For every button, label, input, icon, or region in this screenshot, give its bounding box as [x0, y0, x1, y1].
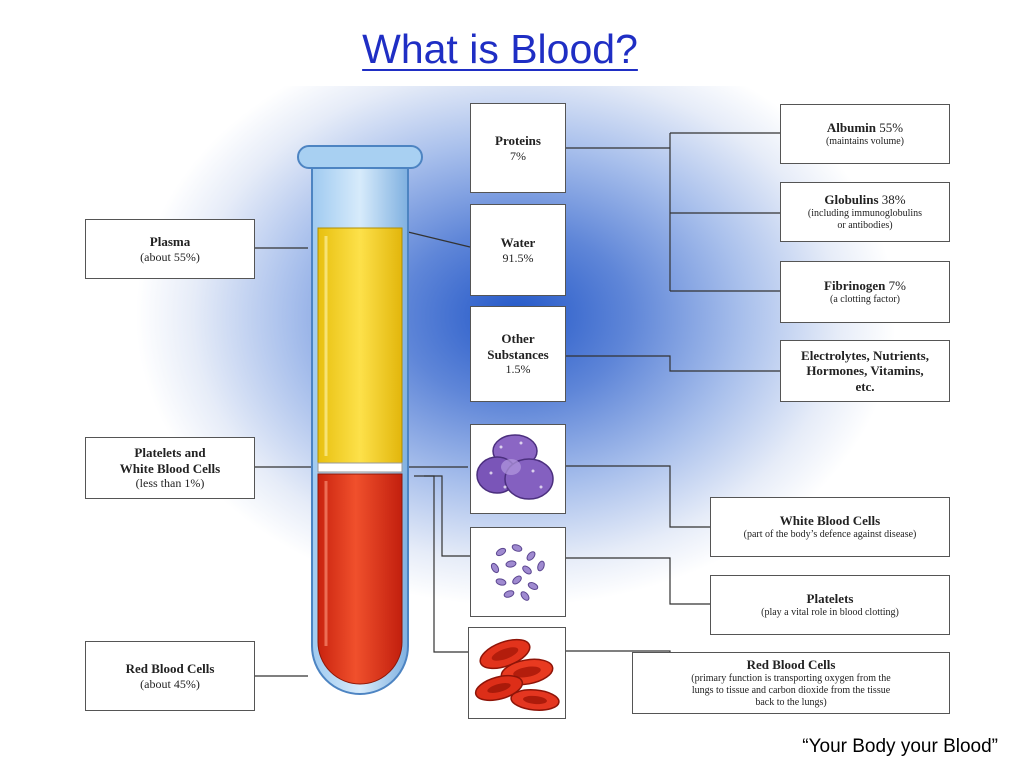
white-blood-cell-image [470, 424, 566, 514]
white-blood-cell-icon [476, 434, 554, 500]
rbc-info-name: Red Blood Cells [746, 657, 836, 673]
albumin-name: Albumin [826, 120, 877, 136]
fibrinogen-name: Fibrinogen [824, 278, 886, 294]
red-blood-cells-image [468, 627, 566, 719]
electrolytes-line3: etc. [855, 378, 875, 394]
water-value: 91.5% [502, 250, 534, 265]
albumin-box: Albumin 55% (maintains volume) [780, 104, 950, 164]
platelets-wbc-label-detail: (less than 1%) [135, 476, 205, 491]
globulins-value: 38% [881, 192, 906, 208]
plasma-label-name: Plasma [149, 234, 191, 249]
water-name: Water [500, 235, 536, 250]
red-cell-layer [317, 473, 403, 685]
line-tube-rbc [424, 475, 468, 653]
proteins-value: 7% [510, 148, 526, 163]
electrolytes-box: Electrolytes, Nutrients, Hormones, Vitam… [780, 340, 950, 402]
proteins-box: Proteins 7% [470, 103, 566, 193]
platelets-info-box: Platelets (play a vital role in blood cl… [710, 575, 950, 635]
page-title: What is Blood? [362, 26, 638, 72]
globulins-box: Globulins 38% (including immunoglobulins… [780, 182, 950, 242]
plasma-label-detail: (about 55%) [140, 249, 200, 264]
fibrinogen-box: Fibrinogen 7% (a clotting factor) [780, 261, 950, 323]
line-other-substances [566, 355, 780, 372]
other-name-line2: Substances [487, 346, 549, 362]
platelets-info-name: Platelets [806, 591, 854, 607]
test-tube [297, 145, 423, 695]
plasma-layer [317, 227, 403, 464]
other-name-line1: Other [501, 331, 535, 347]
rbc-label-name: Red Blood Cells [125, 661, 215, 676]
wbc-info-name: White Blood Cells [779, 513, 881, 529]
wbc-info-detail: (part of the body’s defence against dise… [743, 528, 917, 540]
platelets-image [470, 527, 566, 617]
rbc-info-detail-line3: back to the lungs) [755, 696, 827, 708]
platelets-info-detail: (play a vital role in blood clotting) [761, 606, 899, 618]
blood-diagram: Plasma (about 55%) Platelets and White B… [76, 86, 956, 726]
wbc-info-box: White Blood Cells (part of the body’s de… [710, 497, 950, 557]
electrolytes-line1: Electrolytes, Nutrients, [801, 347, 929, 363]
caption: “Your Body your Blood” [802, 736, 998, 757]
platelets-wbc-label: Platelets and White Blood Cells (less th… [85, 437, 255, 499]
fibrinogen-value: 7% [888, 278, 906, 294]
rbc-info-detail-line2: lungs to tissue and carbon dioxide from … [691, 684, 891, 696]
water-box: Water 91.5% [470, 204, 566, 296]
other-value: 1.5% [505, 362, 531, 377]
fibrinogen-detail: (a clotting factor) [830, 293, 900, 305]
connector-lines [254, 132, 780, 684]
platelets-icon [490, 544, 545, 601]
plasma-label: Plasma (about 55%) [85, 219, 255, 279]
albumin-value: 55% [879, 120, 904, 136]
platelets-wbc-label-line2: White Blood Cells [119, 460, 221, 476]
globulins-name: Globulins [824, 192, 879, 208]
line-wbc [566, 465, 710, 528]
rbc-label-detail: (about 45%) [140, 676, 200, 691]
electrolytes-line2: Hormones, Vitamins, [806, 363, 924, 379]
rbc-label: Red Blood Cells (about 45%) [85, 641, 255, 711]
globulins-detail-line2: or antibodies) [837, 219, 893, 231]
albumin-detail: (maintains volume) [825, 135, 905, 147]
line-tube-water [407, 231, 471, 248]
proteins-name: Proteins [495, 133, 541, 148]
platelets-wbc-label-line1: Platelets and [134, 445, 206, 461]
buffy-coat-layer [317, 462, 403, 473]
globulins-detail-line1: (including immunoglobulins [807, 207, 923, 219]
line-platelets [566, 557, 710, 605]
tube-rim [297, 145, 423, 169]
rbc-info-detail-line1: (primary function is transporting oxygen… [691, 672, 891, 684]
rbc-info-box: Red Blood Cells (primary function is tra… [632, 652, 950, 714]
other-substances-box: Other Substances 1.5% [470, 306, 566, 402]
red-blood-cells-icon [474, 638, 560, 711]
